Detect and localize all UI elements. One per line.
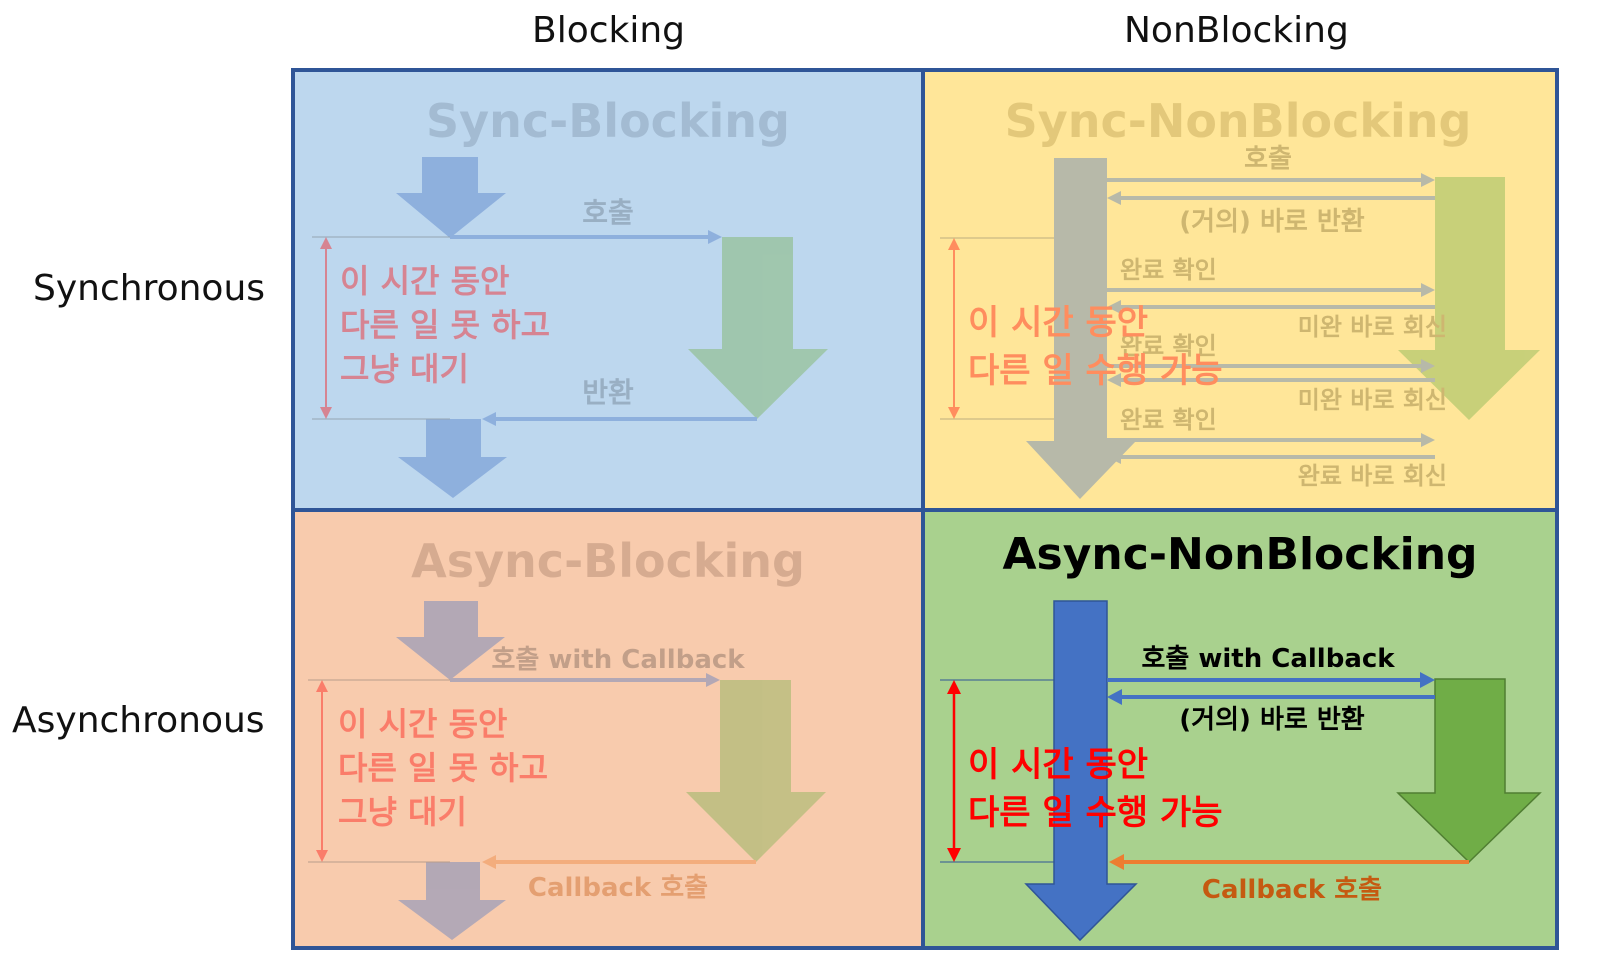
grid-lines <box>291 68 1559 950</box>
caller-arrow <box>1024 600 1138 942</box>
sync-nonblocking-background <box>923 70 1557 510</box>
work-span-bottom-tip <box>947 848 961 862</box>
callee-arrow <box>688 237 828 419</box>
reply-arrowhead-2 <box>1107 373 1121 387</box>
wait-span-top-tip <box>320 237 332 249</box>
call-label: 호출 with Callback <box>491 645 745 675</box>
work-text-line-2: 다른 일 수행 가능 <box>968 793 1222 833</box>
not-done-label-2: 미완 바로 회신 <box>1298 386 1447 414</box>
check-arrowhead-3 <box>1421 433 1435 447</box>
quadrant-sync-blocking: Sync-Blocking 호출 반환 이 시간 동안 다른 일 못 하고 그냥… <box>293 70 923 510</box>
wait-span-bottom-tip <box>316 850 328 862</box>
immediate-return-label: (거의) 바로 반환 <box>1179 705 1364 735</box>
callback-arrowhead <box>482 855 496 869</box>
return-label: 반환 <box>582 376 634 409</box>
wait-text-line-3: 그냥 대기 <box>338 793 467 831</box>
reply-arrowhead-1 <box>1107 300 1121 314</box>
column-header-nonblocking: NonBlocking <box>1124 10 1349 51</box>
call-label: 호출 <box>1244 144 1292 174</box>
work-text-line-1: 이 시간 동안 <box>968 303 1148 343</box>
return-arrowhead <box>1107 689 1122 705</box>
work-span-bottom-tip <box>948 407 960 419</box>
row-header-asynchronous: Asynchronous <box>12 700 265 741</box>
work-span-top-tip <box>947 680 961 694</box>
sync-blocking-title: Sync-Blocking <box>426 94 790 148</box>
wait-span-top-tip <box>316 680 328 692</box>
done-label: 완료 바로 회신 <box>1298 462 1447 490</box>
sync-blocking-background <box>293 70 923 510</box>
check-label-1: 완료 확인 <box>1120 256 1217 284</box>
work-text-line-1: 이 시간 동안 <box>968 745 1148 785</box>
immediate-return-label: (거의) 바로 반환 <box>1179 207 1364 237</box>
column-header-blocking: Blocking <box>532 10 686 51</box>
async-nonblocking-title: Async-NonBlocking <box>1002 529 1477 580</box>
async-blocking-background <box>293 510 923 948</box>
caller-arrow-top <box>396 157 506 238</box>
callback-arrowhead <box>1109 854 1124 870</box>
callback-label: Callback 호출 <box>1202 875 1382 905</box>
async-blocking-title: Async-Blocking <box>411 534 805 588</box>
quadrant-sync-nonblocking: Sync-NonBlocking 호출 (거의) 바로 반환 완료 확인 미완 … <box>923 70 1557 510</box>
reply-arrowhead-3 <box>1107 450 1121 464</box>
caller-arrow-top <box>396 601 505 680</box>
return-arrowhead <box>482 412 496 426</box>
wait-text-line-2: 다른 일 못 하고 <box>340 306 550 344</box>
quadrant-async-blocking: Async-Blocking 호출 with Callback Callback… <box>293 510 923 948</box>
check-label-3: 완료 확인 <box>1120 406 1217 434</box>
quadrant-async-nonblocking: Async-NonBlocking 호출 with Callback (거의) … <box>923 510 1557 948</box>
callback-label: Callback 호출 <box>528 873 708 903</box>
sync-nonblocking-title: Sync-NonBlocking <box>1005 94 1472 148</box>
check-label-2: 완료 확인 <box>1120 332 1217 360</box>
wait-text-line-1: 이 시간 동안 <box>340 262 509 300</box>
callee-arrow <box>1398 177 1540 420</box>
call-arrowhead <box>706 673 720 687</box>
caller-arrow-bottom <box>398 419 507 498</box>
call-arrowhead <box>1421 173 1435 187</box>
call-arrowhead <box>708 230 722 244</box>
caller-arrow <box>1026 158 1136 499</box>
callee-arrow <box>686 680 826 862</box>
call-arrowhead <box>1420 672 1435 688</box>
caller-arrow-bottom <box>398 862 506 940</box>
wait-text-line-3: 그냥 대기 <box>340 350 469 388</box>
work-span-top-tip <box>948 238 960 250</box>
check-arrowhead-1 <box>1421 283 1435 297</box>
work-text-line-2: 다른 일 수행 가능 <box>968 351 1222 391</box>
wait-text-line-1: 이 시간 동안 <box>338 705 507 743</box>
call-label: 호출 <box>582 196 634 229</box>
check-arrowhead-2 <box>1421 359 1435 373</box>
return-arrowhead <box>1107 191 1121 205</box>
call-label: 호출 with Callback <box>1141 644 1395 674</box>
not-done-label-1: 미완 바로 회신 <box>1298 313 1447 341</box>
row-header-synchronous: Synchronous <box>33 268 266 309</box>
wait-text-line-2: 다른 일 못 하고 <box>338 749 548 787</box>
wait-span-bottom-tip <box>320 407 332 419</box>
callee-arrow <box>1396 678 1542 864</box>
